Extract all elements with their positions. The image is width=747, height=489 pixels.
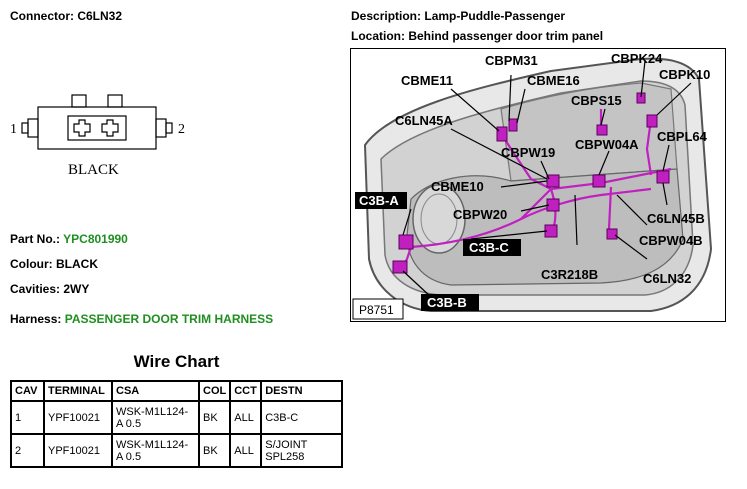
- colour-value: BLACK: [56, 257, 98, 271]
- label-box-c3b-a: [355, 192, 407, 209]
- label-c3b-c: C3B-C: [469, 240, 509, 255]
- col-cct: CCT: [229, 380, 263, 402]
- part-number: Part No.: YPC801990: [10, 232, 128, 246]
- table-row: 1 YPF10021 WSK-M1L124-A 0.5 BK ALL C3B-C: [10, 400, 344, 435]
- location-value: Behind passenger door trim panel: [408, 29, 604, 43]
- cell-csa: WSK-M1L124-A 0.5: [111, 400, 200, 435]
- picture-ref: P8751: [359, 303, 394, 317]
- connector-label: Connector:: [10, 9, 74, 23]
- harness-label: Harness:: [10, 312, 62, 326]
- cell-csa: WSK-M1L124-A 0.5: [111, 433, 200, 468]
- label-cbps15: CBPS15: [571, 93, 622, 108]
- wire-chart-table: CAV TERMINAL CSA COL CCT DESTN 1 YPF1002…: [10, 380, 344, 468]
- cell-destn: S/JOINT SPL258: [260, 433, 344, 468]
- table-header-row: CAV TERMINAL CSA COL CCT DESTN: [10, 380, 344, 402]
- harness-value: PASSENGER DOOR TRIM HARNESS: [64, 312, 274, 326]
- connector-face-drawing: 1 2 BLACK: [10, 94, 185, 178]
- label-cbme16: CBME16: [527, 73, 580, 88]
- col-cav: CAV: [10, 380, 45, 402]
- cell-terminal: YPF10021: [43, 400, 113, 435]
- part-number-value: YPC801990: [63, 232, 128, 246]
- location: Location: Behind passenger door trim pan…: [351, 29, 603, 43]
- connector-value: C6LN32: [77, 9, 123, 23]
- label-cbpm31: CBPM31: [485, 53, 538, 68]
- part-number-label: Part No.:: [10, 232, 61, 246]
- label-cbme11: CBME11: [401, 73, 453, 88]
- description-value: Lamp-Puddle-Passenger: [424, 9, 566, 23]
- label-cbpk10: CBPK10: [659, 67, 710, 82]
- label-box-c3b-b: [421, 294, 479, 311]
- label-c6ln45a: C6LN45A: [395, 113, 453, 128]
- colour: Colour: BLACK: [10, 257, 98, 271]
- cavities-value: 2WY: [63, 282, 90, 296]
- label-cbme10: CBME10: [431, 179, 484, 194]
- cell-col: BK: [197, 433, 232, 468]
- location-label: Location:: [351, 29, 405, 43]
- colour-label: Colour:: [10, 257, 53, 271]
- cavities: Cavities: 2WY: [10, 282, 89, 296]
- label-c6ln32: C6LN32: [643, 271, 691, 286]
- col-col: COL: [197, 380, 232, 402]
- location-picture: CBPM31 CBPK24 CBME11 CBME16 CBPK10 CBPS1…: [350, 48, 726, 322]
- label-cbpk24: CBPK24: [611, 51, 663, 66]
- wire-chart-title: Wire Chart: [133, 352, 220, 371]
- cell-cav: 1: [10, 400, 45, 435]
- description: Description: Lamp-Puddle-Passenger: [351, 9, 565, 23]
- col-csa: CSA: [111, 380, 200, 402]
- label-c3r218b: C3R218B: [541, 267, 598, 282]
- connector-id: Connector: C6LN32: [10, 9, 122, 23]
- door-panel-illustration: CBPM31 CBPK24 CBME11 CBME16 CBPK10 CBPS1…: [352, 51, 713, 320]
- label-cbpw20: CBPW20: [453, 207, 507, 222]
- label-c3b-a: C3B-A: [359, 193, 399, 208]
- col-destn: DESTN: [260, 380, 344, 402]
- cell-cct: ALL: [229, 400, 263, 435]
- label-c6ln45b: C6LN45B: [647, 211, 705, 226]
- label-cbpw04b: CBPW04B: [639, 233, 703, 248]
- cell-cct: ALL: [229, 433, 263, 468]
- label-cbpw04a: CBPW04A: [575, 137, 639, 152]
- description-label: Description:: [351, 9, 422, 23]
- cavities-label: Cavities:: [10, 282, 61, 296]
- harness: Harness: PASSENGER DOOR TRIM HARNESS: [10, 312, 273, 326]
- connector-color-label: BLACK: [68, 162, 119, 178]
- cell-col: BK: [197, 400, 232, 435]
- label-cbpl64: CBPL64: [657, 129, 708, 144]
- label-c3b-b: C3B-B: [427, 295, 467, 310]
- table-row: 2 YPF10021 WSK-M1L124-A 0.5 BK ALL S/JOI…: [10, 433, 344, 468]
- pin-right-number: 2: [178, 122, 185, 137]
- picture-ref-box: [352, 298, 404, 320]
- cell-destn: C3B-C: [260, 400, 344, 435]
- cell-terminal: YPF10021: [43, 433, 113, 468]
- pin-left-number: 1: [10, 122, 17, 137]
- label-cbpw19: CBPW19: [501, 145, 555, 160]
- cell-cav: 2: [10, 433, 45, 468]
- label-box-c3b-c: [463, 239, 521, 256]
- col-terminal: TERMINAL: [43, 380, 113, 402]
